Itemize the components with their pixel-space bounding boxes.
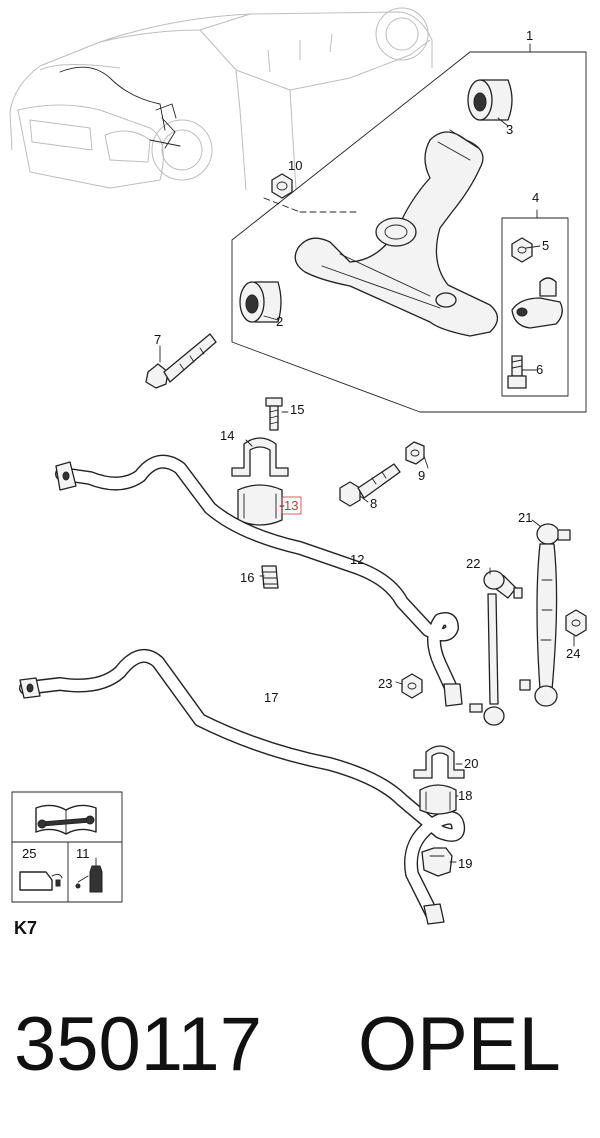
bolt-8 [339,463,401,507]
nut-23 [401,673,423,699]
callouts: 1 2 3 4 5 6 7 8 9 10 11 12 13 14 15 16 1… [22,28,580,871]
callout-13-box [281,496,302,515]
bushing-18 [419,784,457,815]
section-code: K7 [14,918,37,938]
callout-21: 21 [518,510,532,525]
callout-22: 22 [466,556,480,571]
balljoint-nut-5 [511,237,533,263]
stabilizer-bar-12 [55,454,463,707]
callout-15: 15 [290,402,304,417]
callout-8: 8 [370,496,377,511]
nut-10 [263,173,359,213]
front-bushing [239,281,282,323]
callout-2: 2 [276,314,283,329]
stabilizer-link-22 [469,570,523,726]
nut-24 [565,609,587,637]
clamp-20 [413,745,465,779]
clip-16 [261,565,279,589]
stabilizer-link-21 [519,523,571,707]
callout-9: 9 [418,468,425,483]
callout-12: 12 [350,552,364,567]
callout-5: 5 [542,238,549,253]
part-number: 350117 [14,1002,262,1087]
callout-20: 20 [464,756,478,771]
callout-7: 7 [154,332,161,347]
ball-joint [511,277,563,329]
brand-name: OPEL [358,1002,561,1087]
callout-6: 6 [536,362,543,377]
nut-9 [405,441,425,465]
bolt-15 [265,397,283,431]
control-arm [294,129,499,337]
bushing-13 [237,484,283,526]
callout-17: 17 [264,690,278,705]
callout-1: 1 [526,28,533,43]
bracket-14 [231,437,289,477]
callout-18: 18 [458,788,472,803]
balljoint-kit-frame [501,217,569,397]
callout-10: 10 [288,158,302,173]
bracket-19 [421,847,453,877]
callout-16: 16 [240,570,254,585]
callout-3: 3 [506,122,513,137]
callout-19: 19 [458,856,472,871]
bolt-7 [145,333,217,389]
grease-can-icon [19,871,63,891]
car-outline [9,7,433,191]
service-manual-icon [35,804,97,835]
callout-14: 14 [220,428,234,443]
control-arm-assembly-frame [231,43,587,413]
callout-13: 13 [284,498,298,513]
callout-4: 4 [532,190,539,205]
callout-25: 25 [22,846,36,861]
adhesive-bottle-icon [75,857,103,893]
callout-24: 24 [566,646,580,661]
stabilizer-bar-17 [19,648,466,925]
callout-23: 23 [378,676,392,691]
tools-legend [11,791,123,903]
rear-bushing [467,79,513,121]
balljoint-bolt-6 [507,355,527,389]
callout-11: 11 [76,846,90,861]
